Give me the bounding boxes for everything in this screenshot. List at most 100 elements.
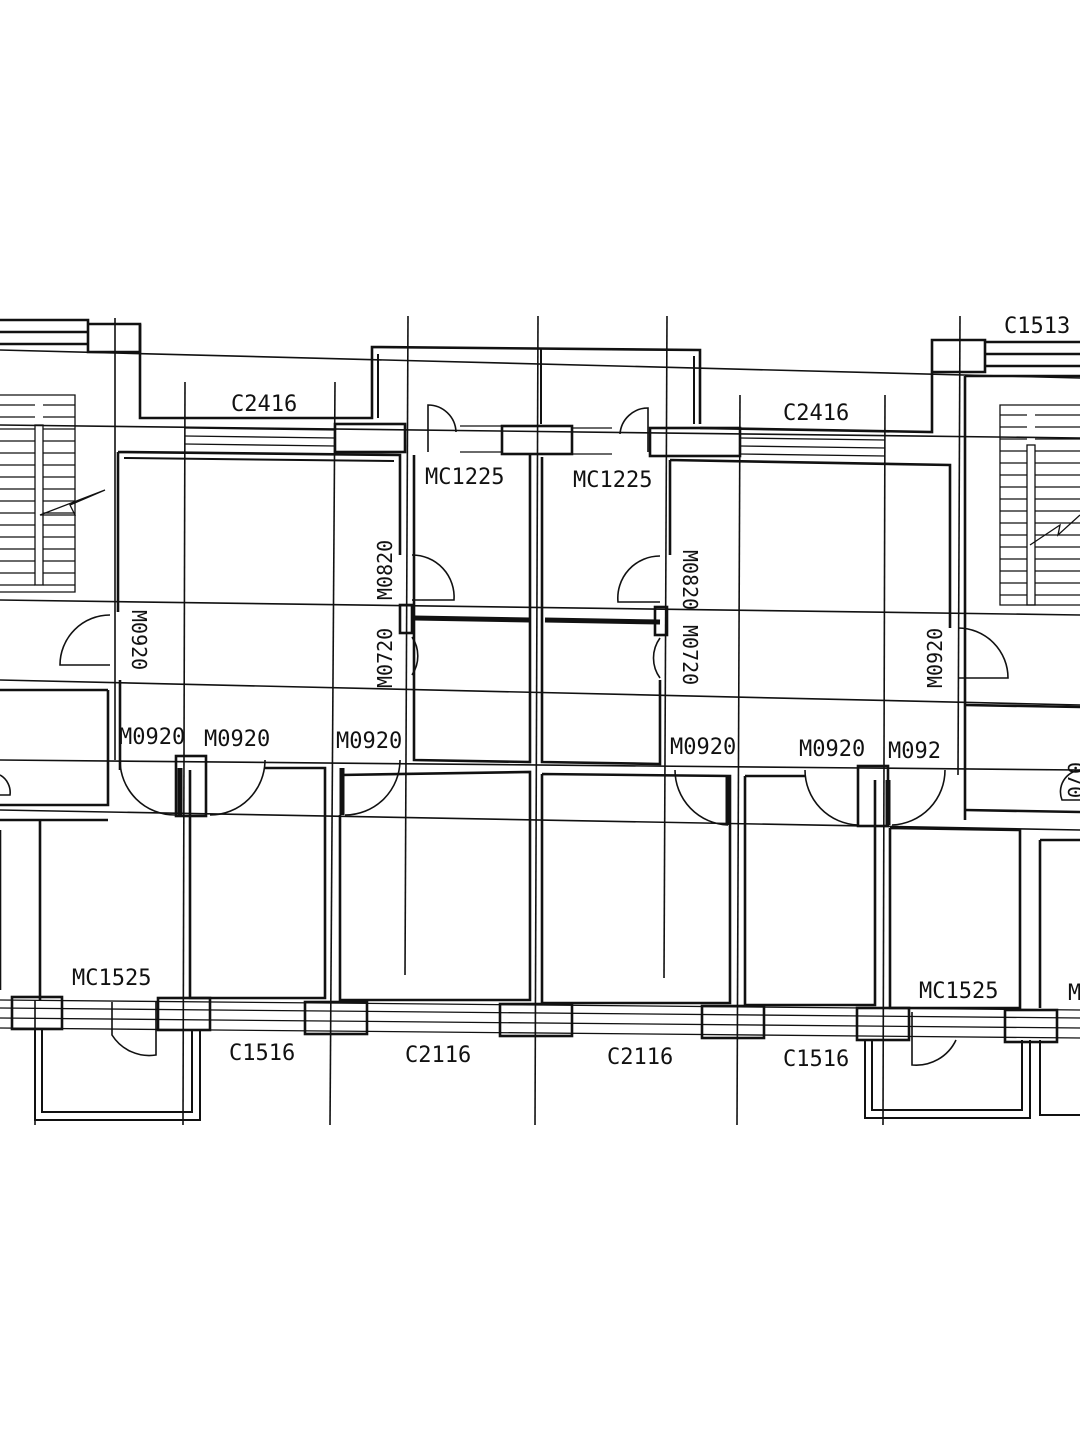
south-pier-6 <box>855 1006 911 1042</box>
window-c2416-left <box>184 427 336 447</box>
grid-line-v7 <box>736 394 741 1126</box>
door-m0920-left-stair <box>59 614 111 666</box>
grid-line-v3 <box>329 381 336 1126</box>
room-right-bedroom <box>668 458 952 628</box>
label-c1513: C1513 <box>1004 314 1070 339</box>
room-south-left <box>188 766 327 1000</box>
room-edge-right <box>1038 838 1080 1008</box>
wall-stub-left <box>398 603 414 635</box>
window-c2416-right <box>739 437 886 457</box>
wall-top-center <box>138 324 702 424</box>
label-m0920-6: M092 <box>888 739 941 764</box>
door-mc1525-right <box>911 1012 957 1066</box>
label-m0820-right: M0820 <box>678 550 702 610</box>
room-south-center-right <box>540 772 732 1005</box>
grid-line-v9 <box>957 315 961 776</box>
window-mc1225 <box>460 425 612 455</box>
door-edge-left <box>0 774 11 796</box>
label-mc1225-right: MC1225 <box>573 468 652 493</box>
label-m0920-4: M0920 <box>670 735 736 760</box>
wall-top-right-window <box>985 340 1080 368</box>
label-edge-right: 070 <box>1063 762 1080 798</box>
stairs-right <box>999 404 1080 606</box>
label-m0920-right-stair: M0920 <box>923 628 947 688</box>
stair-left-steps <box>0 404 75 586</box>
grid-line-v4 <box>404 315 409 976</box>
doors <box>0 404 1080 1066</box>
door-m0720-right <box>652 637 661 679</box>
stair-left-frame <box>0 394 76 593</box>
grid-line-v2 <box>182 381 186 1126</box>
door-m0920-5 <box>804 769 859 826</box>
room-left-bedroom <box>116 450 402 612</box>
door-m0920-4 <box>674 769 729 826</box>
stair-right-steps <box>1000 414 1080 596</box>
stairs-left <box>0 394 76 593</box>
door-mc1225-left <box>427 404 457 452</box>
grid-line-h3 <box>0 599 1080 616</box>
room-south-far-right <box>888 826 1022 1010</box>
door-m0920-right-stair <box>957 627 1009 679</box>
north-window-band <box>184 422 886 458</box>
label-c1516-left: C1516 <box>229 1041 295 1066</box>
south-pier-4 <box>498 1002 574 1038</box>
label-m0820-left: M0820 <box>373 540 397 600</box>
label-m0720-right: M0720 <box>678 625 702 685</box>
door-edge-right <box>1059 769 1080 801</box>
label-mc1525-left: MC1525 <box>72 966 151 991</box>
top-walls <box>0 318 1080 820</box>
room-right-small <box>964 703 1080 814</box>
label-c2416-right: C2416 <box>783 401 849 426</box>
door-m0920-1 <box>119 759 176 816</box>
label-m0920-5: M0920 <box>799 737 865 762</box>
rooms <box>0 450 1080 1010</box>
label-c2116-right: C2116 <box>607 1045 673 1070</box>
door-mc1225-right <box>619 407 649 452</box>
door-m0820-right <box>617 555 661 603</box>
wall-block-1 <box>333 422 407 454</box>
south-pier-1 <box>10 995 64 1031</box>
room-center-right <box>540 457 662 766</box>
room-center-left <box>412 455 532 764</box>
wall-top-balcony <box>377 348 695 424</box>
label-m0920-2: M0920 <box>204 727 270 752</box>
balcony-right <box>864 1040 1031 1119</box>
room-south-right <box>743 774 877 1007</box>
label-m0920-left-stair: M0920 <box>127 610 151 670</box>
south-wall-lines <box>0 999 1080 1039</box>
south-pier-2 <box>156 996 212 1032</box>
room-south-center-left <box>338 770 532 1002</box>
grid-line-h5 <box>0 759 1080 771</box>
label-mc1225-left: MC1225 <box>425 465 504 490</box>
label-m0920-3: M0920 <box>336 729 402 754</box>
grid-line-h4 <box>0 679 1080 706</box>
partition-heavy <box>413 615 661 625</box>
door-m0920-6 <box>891 769 946 826</box>
label-c2116-left: C2116 <box>405 1043 471 1068</box>
south-pier-3 <box>303 1000 369 1036</box>
label-c2416-left: C2416 <box>231 392 297 417</box>
door-m0920-3 <box>344 759 401 816</box>
room-left-small <box>0 680 122 807</box>
balcony-edge <box>1039 1040 1080 1116</box>
stair-right-frame <box>999 404 1080 606</box>
wall-top-right-col <box>699 338 987 434</box>
label-m0720-left: M0720 <box>373 628 397 688</box>
grid-line-v6 <box>663 315 668 979</box>
wall-top-left-col <box>0 318 142 354</box>
column-left <box>174 754 208 818</box>
grid-line-v5 <box>534 315 539 1126</box>
wall-top-left-window <box>0 330 88 346</box>
balcony-left <box>34 1030 201 1121</box>
stair-right-arrow <box>1029 514 1080 546</box>
wall-block-3 <box>648 426 742 458</box>
labels: C1513 C2416 C2416 MC1225 MC1225 M0820 M0… <box>72 314 1080 1072</box>
south-window-band <box>0 995 1080 1121</box>
south-pier-5 <box>700 1004 766 1040</box>
wall-stub-right <box>653 605 669 637</box>
grid-line-v8 <box>882 394 886 1126</box>
label-c1516-right: C1516 <box>783 1047 849 1072</box>
label-m0920-1: M0920 <box>119 725 185 750</box>
